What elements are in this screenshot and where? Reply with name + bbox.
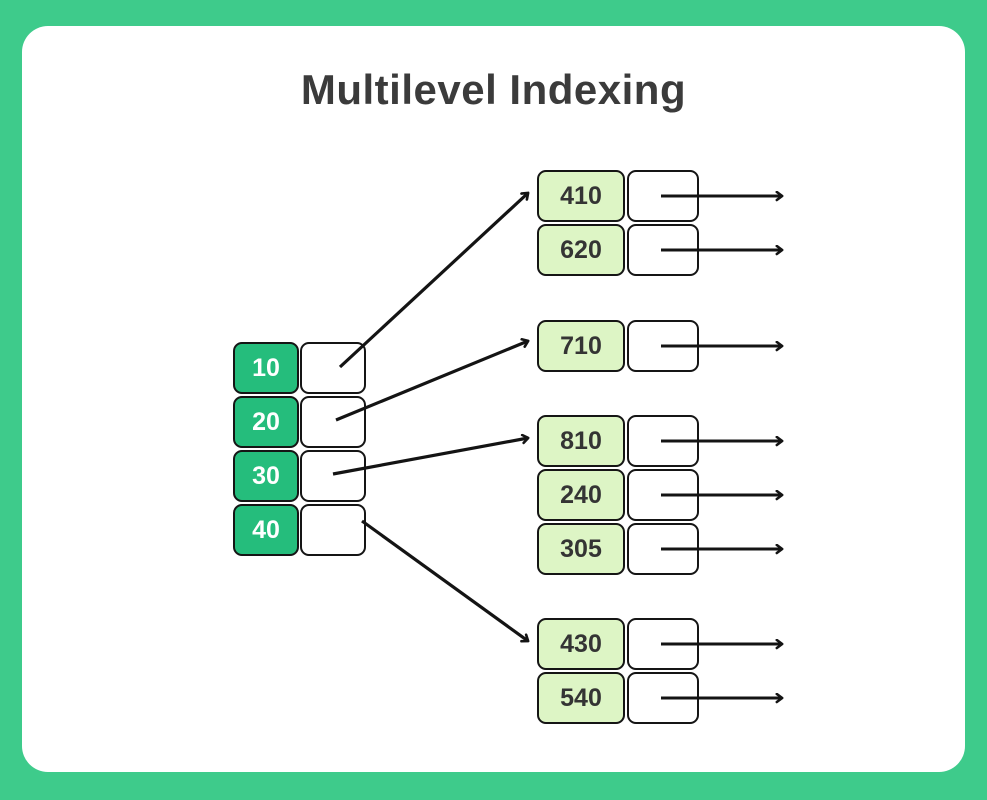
inner-key-cell: 305: [537, 523, 625, 575]
inner-block-3: 810 240 305: [537, 415, 699, 577]
outer-key-cell: 30: [233, 450, 299, 502]
inner-block-4: 430 540: [537, 618, 699, 726]
inner-pointer-cell[interactable]: [627, 469, 699, 521]
outer-index-row[interactable]: 10: [233, 342, 366, 394]
inner-key-cell: 430: [537, 618, 625, 670]
outer-index-row[interactable]: 40: [233, 504, 366, 556]
inner-index-row[interactable]: 430: [537, 618, 699, 670]
inner-index-row[interactable]: 410: [537, 170, 699, 222]
outer-key-cell: 10: [233, 342, 299, 394]
inner-pointer-cell[interactable]: [627, 224, 699, 276]
inner-key-cell: 540: [537, 672, 625, 724]
inner-pointer-cell[interactable]: [627, 523, 699, 575]
inner-pointer-cell[interactable]: [627, 415, 699, 467]
outer-key-cell: 40: [233, 504, 299, 556]
inner-block-2: 710: [537, 320, 699, 374]
inner-pointer-cell[interactable]: [627, 320, 699, 372]
inner-index-row[interactable]: 620: [537, 224, 699, 276]
outer-pointer-cell[interactable]: [300, 450, 366, 502]
outer-index-row[interactable]: 20: [233, 396, 366, 448]
inner-block-1: 410 620: [537, 170, 699, 278]
outer-pointer-cell[interactable]: [300, 396, 366, 448]
white-card: [22, 26, 965, 772]
page-title: Multilevel Indexing: [300, 66, 687, 113]
inner-pointer-cell[interactable]: [627, 672, 699, 724]
inner-key-cell: 810: [537, 415, 625, 467]
outer-index-row[interactable]: 30: [233, 450, 366, 502]
inner-key-cell: 620: [537, 224, 625, 276]
inner-pointer-cell[interactable]: [627, 170, 699, 222]
inner-index-row[interactable]: 240: [537, 469, 699, 521]
inner-pointer-cell[interactable]: [627, 618, 699, 670]
outer-key-cell: 20: [233, 396, 299, 448]
inner-index-row[interactable]: 540: [537, 672, 699, 724]
outer-pointer-cell[interactable]: [300, 342, 366, 394]
outer-pointer-cell[interactable]: [300, 504, 366, 556]
inner-key-cell: 710: [537, 320, 625, 372]
inner-key-cell: 410: [537, 170, 625, 222]
inner-index-row[interactable]: 305: [537, 523, 699, 575]
inner-key-cell: 240: [537, 469, 625, 521]
inner-index-row[interactable]: 710: [537, 320, 699, 372]
inner-index-row[interactable]: 810: [537, 415, 699, 467]
